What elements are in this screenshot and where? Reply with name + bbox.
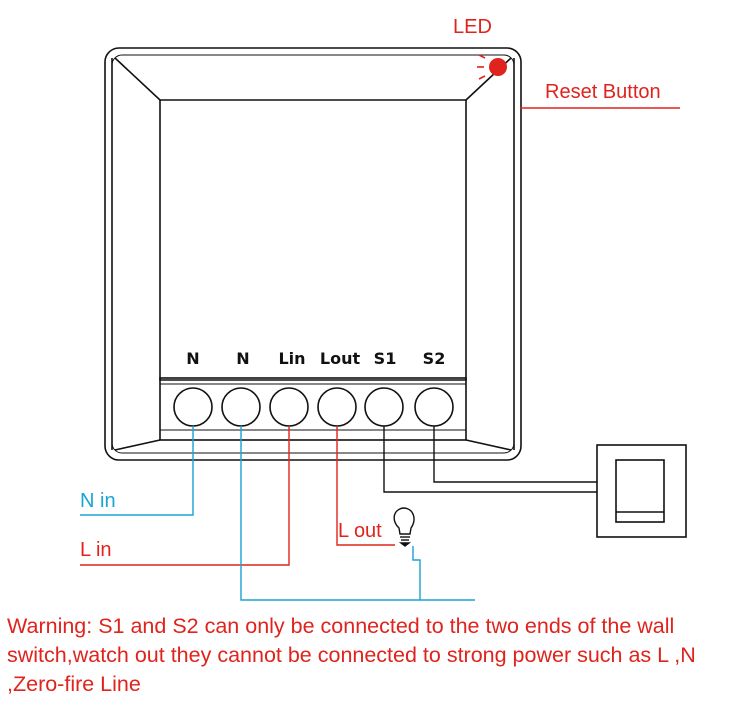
led-indicator	[477, 54, 507, 80]
terminal-label-s2: S2	[423, 349, 446, 368]
terminal-label-lout: Lout	[320, 349, 361, 368]
terminal-lin	[269, 387, 309, 427]
l-in-wire	[80, 426, 290, 566]
terminal-label-n-2: N	[236, 349, 249, 368]
wall-switch	[596, 444, 687, 538]
neutral-return-wire	[240, 426, 475, 601]
switch-wires	[383, 426, 597, 493]
terminal-n-2	[221, 387, 261, 427]
switch-module	[104, 47, 522, 461]
terminal-lout	[317, 387, 357, 427]
terminal-s2	[414, 387, 454, 427]
terminal-block	[159, 377, 467, 441]
led-label: LED	[453, 16, 492, 38]
module-outer-frame	[104, 47, 522, 461]
l-in-label: L in	[80, 539, 112, 561]
terminal-label-s1: S1	[374, 349, 397, 368]
light-bulb-icon	[393, 507, 415, 547]
n-in-label: N in	[80, 490, 116, 512]
reset-button-label: Reset Button	[545, 81, 661, 103]
l-out-wire	[336, 426, 395, 546]
terminal-s1	[364, 387, 404, 427]
terminal-label-lin: Lin	[278, 349, 305, 368]
n-in-wire	[80, 426, 194, 516]
terminal-label-n-1: N	[186, 349, 199, 368]
l-out-label: L out	[338, 520, 382, 542]
warning-text: Warning: S1 and S2 can only be connected…	[7, 614, 696, 696]
terminal-n-1	[173, 387, 213, 427]
module-front-face	[159, 99, 467, 381]
